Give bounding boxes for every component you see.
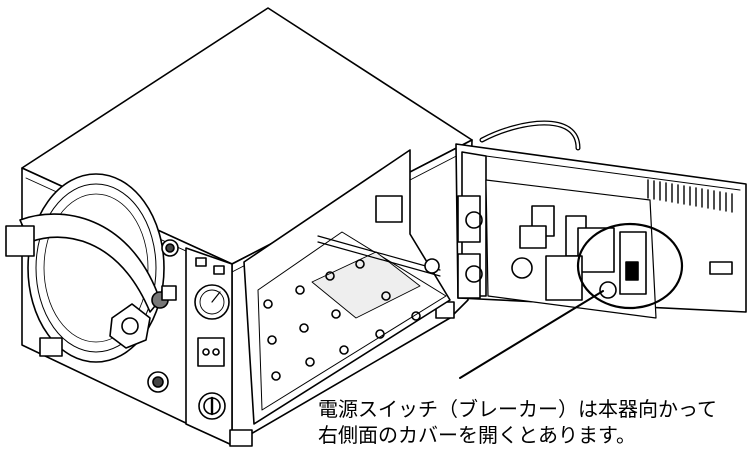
capacitor (511, 257, 533, 279)
door-latch (709, 261, 733, 275)
leader-line (459, 290, 604, 379)
control-strip (185, 247, 233, 446)
open-interior (243, 149, 451, 425)
transformer (545, 255, 583, 301)
vent-slots (647, 179, 733, 213)
lid-lock-knob (109, 303, 151, 349)
solenoid-valve (457, 195, 481, 243)
chamber-lid (5, 173, 179, 393)
breaker-highlight-circle (576, 222, 684, 310)
indicator-lamp-1 (195, 257, 207, 267)
caption-line-2: 右側面のカバーを開くとあります。 (318, 423, 636, 447)
indicator-lamp-2 (213, 265, 225, 275)
electrical-compartment (457, 179, 657, 319)
caption-line-1: 電源スイッチ（ブレーカー）は本器向かって (318, 397, 717, 421)
interior-fitting (375, 195, 403, 223)
lid-hinge-block (5, 225, 35, 257)
power-outlet (197, 337, 225, 367)
